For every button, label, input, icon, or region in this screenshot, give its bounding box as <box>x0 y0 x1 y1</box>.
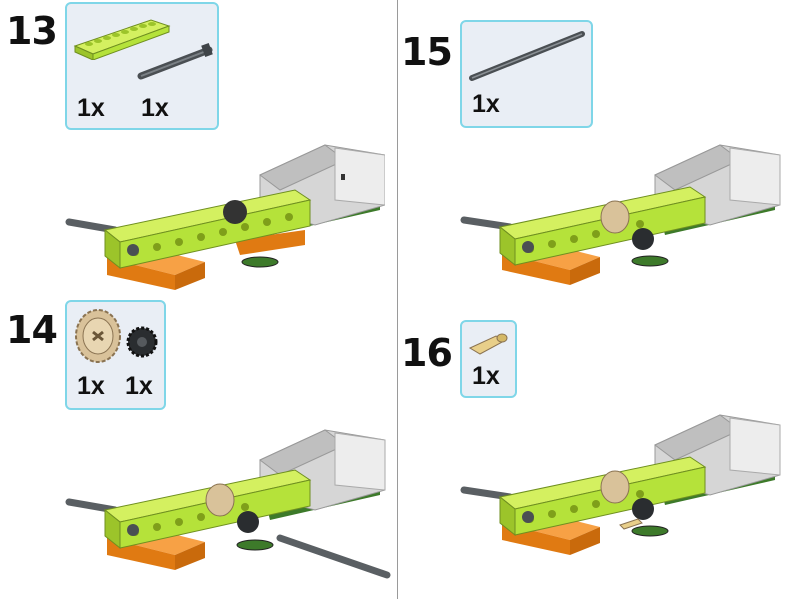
beam-icon <box>73 19 171 60</box>
step-16-number: 16 <box>401 331 453 375</box>
beam-qty: 1x <box>77 94 105 122</box>
step-13-parts-box: 1x 1x <box>65 2 219 130</box>
step-14-number: 14 <box>6 308 58 352</box>
axle-icon <box>137 42 213 80</box>
step-13-model <box>65 144 385 290</box>
step-14-parts-box: 1x 1x <box>65 300 166 410</box>
step-15-number: 15 <box>401 30 453 74</box>
step-16-parts-box: 1x <box>460 320 517 398</box>
small-gear-icon <box>126 326 158 358</box>
long-axle-qty: 1x <box>472 90 500 118</box>
step-15-model <box>460 144 781 285</box>
small-gear-qty: 1x <box>125 372 153 400</box>
bevel-gear-qty: 1x <box>77 372 105 400</box>
pin-qty: 1x <box>472 362 500 390</box>
axle-qty: 1x <box>141 94 169 122</box>
step-14-model <box>65 429 391 579</box>
step-16-model <box>460 414 781 555</box>
bevel-gear-icon <box>75 309 121 363</box>
step-15-parts-box: 1x <box>460 20 593 128</box>
page-divider <box>397 0 398 599</box>
pin-icon <box>468 333 508 355</box>
long-axle-icon <box>469 31 585 81</box>
step-13-number: 13 <box>6 9 58 53</box>
